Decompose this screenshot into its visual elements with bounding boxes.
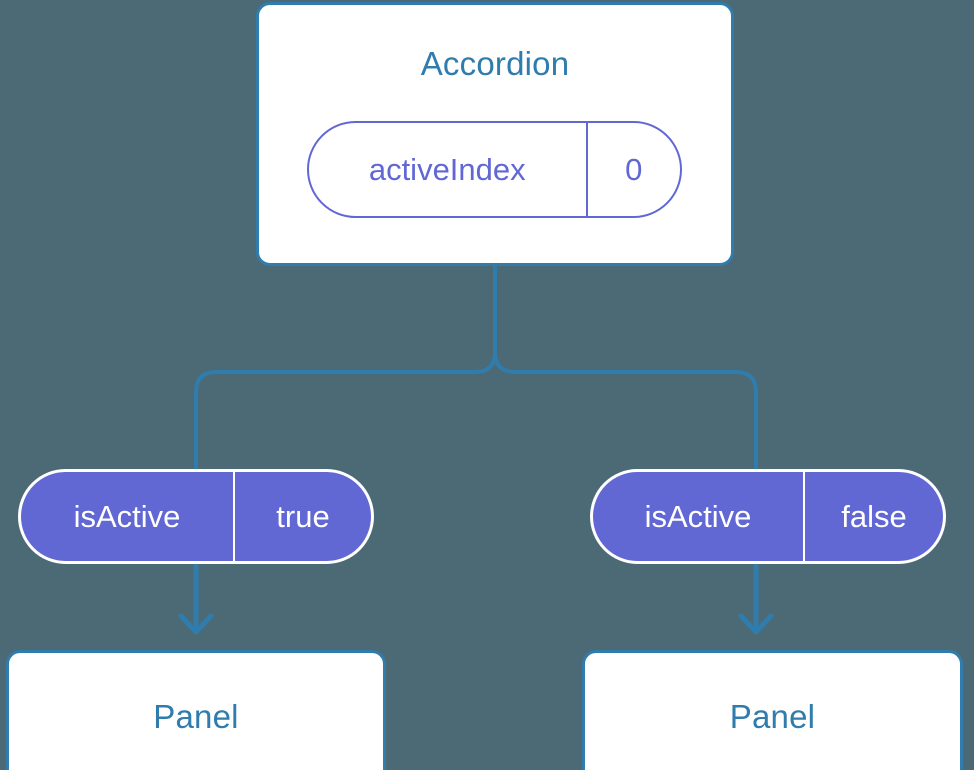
prop-chip-is-active-right-key: isActive [593,472,805,561]
node-panel-left-title: Panel [153,698,239,735]
prop-chip-is-active-left-key: isActive [21,472,235,561]
prop-chip-is-active-right-value: false [841,498,907,534]
prop-chip-is-active-left-value: true [276,498,330,534]
node-panel-right-title: Panel [729,698,816,735]
arrow-head-left-icon [178,613,214,635]
connector-root-to-right [493,264,758,472]
node-panel-right[interactable]: Panel [582,650,963,770]
arrow-head-right-icon [738,613,774,635]
connector-root-to-left [194,264,497,472]
node-accordion-title: Accordion [420,45,570,82]
prop-chip-active-index[interactable]: activeIndex 0 [307,121,682,218]
prop-chip-is-active-left[interactable]: isActive true [18,469,374,564]
node-panel-left[interactable]: Panel [6,650,386,770]
prop-chip-active-index-key: activeIndex [309,123,588,216]
prop-chip-active-index-value: 0 [625,151,643,187]
prop-chip-is-active-right[interactable]: isActive false [590,469,946,564]
